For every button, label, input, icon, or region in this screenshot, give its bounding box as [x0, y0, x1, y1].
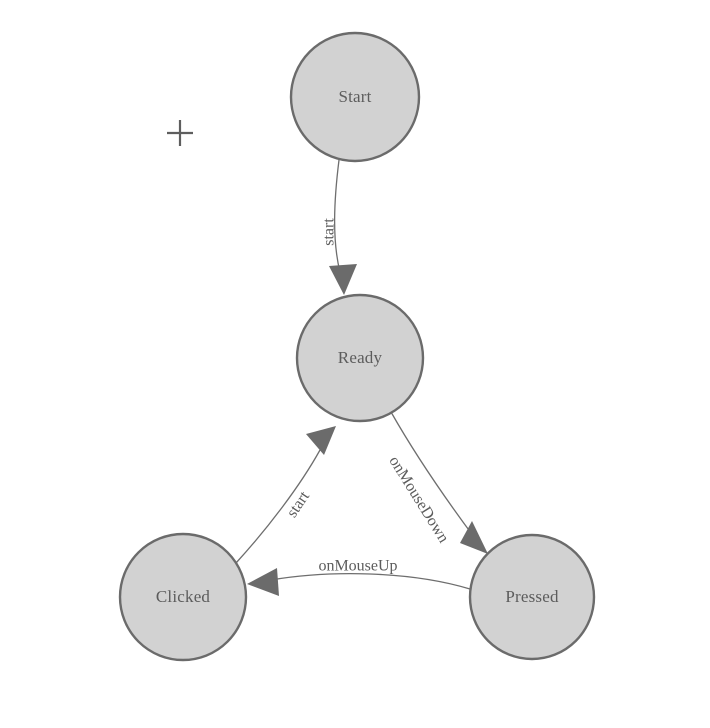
node-ready-label: Ready: [338, 348, 383, 367]
edge-clicked-to-ready-label: start: [284, 488, 314, 521]
edge-ready-to-pressed-arrowhead: [460, 521, 488, 554]
node-pressed-label: Pressed: [505, 587, 559, 606]
edge-pressed-to-clicked-label: onMouseUp: [318, 558, 397, 575]
edge-start-to-ready-arrowhead: [329, 264, 357, 295]
node-start[interactable]: Start: [289, 31, 421, 163]
edge-clicked-to-ready-path: [235, 449, 321, 564]
edge-clicked-to-ready-arrowhead: [306, 426, 336, 455]
edge-pressed-to-clicked-path: [270, 573, 471, 590]
node-clicked[interactable]: Clicked: [118, 532, 248, 662]
node-pressed[interactable]: Pressed: [468, 533, 596, 661]
edge-ready-to-pressed-label: onMouseDown: [385, 453, 452, 546]
edge-start-to-ready[interactable]: start: [321, 159, 357, 295]
edge-clicked-to-ready[interactable]: start: [235, 426, 336, 564]
edge-pressed-to-clicked[interactable]: onMouseUp: [247, 558, 471, 596]
node-start-label: Start: [338, 87, 371, 106]
plus-icon: [167, 120, 193, 146]
edge-start-to-ready-path: [333, 159, 341, 273]
edge-pressed-to-clicked-arrowhead: [247, 568, 279, 596]
node-ready[interactable]: Ready: [295, 293, 425, 423]
edge-ready-to-pressed[interactable]: onMouseDown: [385, 411, 488, 554]
edge-ready-to-pressed-path: [390, 411, 475, 538]
node-clicked-label: Clicked: [156, 587, 211, 606]
node-clicked-circle: [118, 532, 248, 662]
edge-start-to-ready-label: start: [321, 218, 338, 246]
node-ready-circle: [295, 293, 425, 423]
node-start-circle: [289, 31, 421, 163]
node-pressed-circle: [468, 533, 596, 661]
